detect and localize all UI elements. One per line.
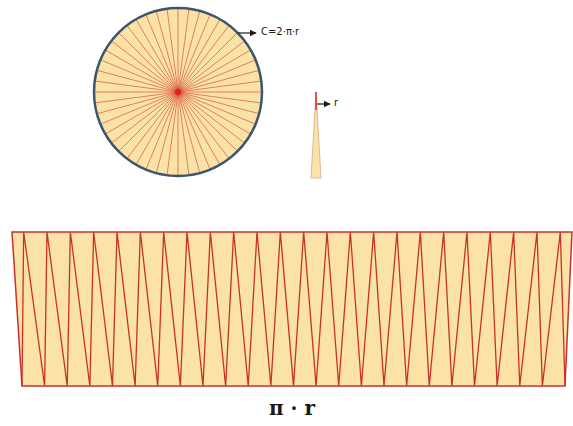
leader-arrow [238, 32, 256, 33]
sector-line [178, 92, 259, 114]
triangle-edges [22, 232, 565, 386]
unrolled-strip [12, 232, 572, 386]
sector-line [95, 92, 178, 103]
sector-line [178, 19, 220, 92]
sector-line [167, 9, 178, 92]
center-dot [175, 89, 181, 95]
circle-outline [94, 8, 262, 176]
sector-line [178, 11, 200, 92]
sector-line [178, 92, 237, 151]
sector-line [178, 50, 251, 92]
sector-line [97, 92, 178, 114]
sector-line [178, 92, 251, 134]
strip-length-label: π · r [269, 398, 315, 418]
sector-line [136, 19, 178, 92]
leader-arrow [317, 103, 330, 104]
sector-line [178, 92, 262, 93]
sector-line [119, 92, 178, 151]
sector-line [178, 92, 220, 165]
strip-fill [12, 232, 572, 386]
sector-line [105, 50, 178, 92]
sector-line [156, 92, 178, 173]
sector-line [178, 81, 261, 92]
sector-line [178, 92, 189, 175]
circle-fill [94, 8, 262, 176]
sector-line [94, 92, 178, 93]
sector-line [178, 92, 200, 173]
sector-line [178, 8, 179, 92]
sector-line [156, 11, 178, 92]
sector-line [97, 70, 178, 92]
sector-line [105, 92, 178, 134]
dimension-label: C=2·π·r [261, 27, 299, 37]
sector-line [119, 33, 178, 92]
sector-circle [94, 8, 262, 176]
sector-line [178, 92, 179, 176]
single-sector [311, 92, 321, 178]
sector-line [178, 33, 237, 92]
sector-line [178, 70, 259, 92]
dimension-label: r [334, 98, 338, 108]
sector-line [136, 92, 178, 165]
